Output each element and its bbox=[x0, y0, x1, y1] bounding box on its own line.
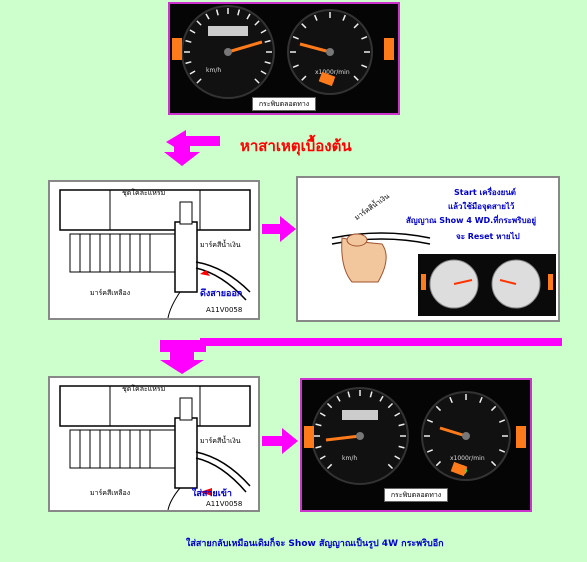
label-yellow-mark-2: มาร์คสีเหลือง bbox=[90, 489, 131, 497]
gauge-tick bbox=[315, 445, 322, 449]
top-dashboard-gauges: km/h x1000r/min bbox=[170, 4, 398, 113]
gauge-tick bbox=[326, 402, 333, 409]
gauge-tick bbox=[264, 39, 271, 43]
gauge-tick bbox=[189, 29, 196, 34]
thumb-illustration bbox=[331, 232, 431, 283]
gauge-tick bbox=[313, 14, 318, 21]
gauge-tick bbox=[254, 20, 260, 26]
label-connector-1: ชุดโคละแห่รม bbox=[122, 189, 166, 197]
instruction-line-1: Start เครื่องยนต์ bbox=[454, 188, 516, 197]
top-dashboard-photo: km/h x1000r/min กระพิบตลอดทาง bbox=[168, 2, 400, 115]
gauge-tick bbox=[260, 29, 267, 34]
label-connector-2: ชุดโคละแห่รม bbox=[122, 385, 166, 393]
gauge-tick bbox=[353, 75, 359, 81]
arrow-right-1 bbox=[262, 216, 296, 242]
gauge-tick bbox=[498, 449, 506, 453]
gauge-tick bbox=[301, 23, 307, 29]
bottom-dashboard-photo: km/h x1000r/min กระพิบตลอดทาง bbox=[300, 378, 532, 512]
flag-marker bbox=[318, 71, 336, 87]
connector-diagram-2: ชุดโคละแห่รม มาร์คสีน้ำเงิน มาร์คสีเหลือ… bbox=[48, 376, 260, 512]
gauge-tick bbox=[394, 412, 401, 417]
instruction-line-2: แล้วใช้มือจุดสายไว้ bbox=[448, 202, 515, 211]
gauge-tick bbox=[398, 445, 405, 449]
gauge-tick bbox=[260, 70, 267, 75]
gauge-tick bbox=[398, 423, 405, 427]
gauge-tick bbox=[361, 64, 368, 69]
gauge-tick bbox=[490, 460, 497, 467]
arrow-right-2 bbox=[262, 428, 298, 454]
arrow-return bbox=[160, 338, 562, 374]
gauge-tick bbox=[215, 9, 219, 16]
gauge-tick bbox=[353, 23, 359, 29]
instruction-panel: มาร์คสีน้ำเงิน Start เครื่องยนต์ แล้วใช้… bbox=[296, 176, 560, 322]
blinking-caption-bottom: กระพิบตลอดทาง bbox=[384, 488, 448, 502]
gauge-tick bbox=[189, 70, 196, 75]
label-blue-mark-2: มาร์คสีน้ำเงิน bbox=[200, 437, 241, 445]
tacho-needle bbox=[299, 42, 331, 54]
gauge-tick bbox=[237, 9, 241, 16]
gauge-tick bbox=[254, 78, 260, 84]
gauge-tick bbox=[435, 405, 442, 412]
connector-diagram-1: ชุดโคละแห่รม มาร์คสีน้ำเงิน มาร์คสีเหลือ… bbox=[48, 180, 260, 320]
diagram-code-2: A11V0058 bbox=[206, 500, 243, 508]
label-yellow-mark-1: มาร์คสีเหลือง bbox=[90, 289, 131, 297]
gauge-tick bbox=[205, 13, 210, 20]
diagram-code-1: A11V0058 bbox=[206, 306, 243, 314]
odometer bbox=[208, 26, 248, 36]
bottom-speed-unit: km/h bbox=[342, 455, 357, 462]
find-cause-title: หาสาเหตุเบื้องต้น bbox=[240, 137, 352, 155]
gauge-tick bbox=[196, 20, 202, 26]
gauge-tick bbox=[379, 395, 384, 402]
gauge-tick bbox=[264, 61, 271, 65]
action-insert: ใส่สายเข้า bbox=[192, 489, 232, 499]
gauge-tick bbox=[196, 78, 202, 84]
gauge-tick bbox=[319, 412, 326, 417]
gauge-tick bbox=[387, 402, 394, 409]
blinking-caption-top: กระพิบตลอดทาง bbox=[252, 97, 316, 111]
gauge-tick bbox=[342, 14, 347, 21]
bottom-tacho-unit: x1000r/min bbox=[450, 455, 485, 462]
gauge-tick bbox=[347, 391, 351, 398]
action-pull-out: ดึงสายออก bbox=[200, 289, 243, 299]
gauge-tick bbox=[435, 460, 442, 467]
gauge-tick bbox=[301, 75, 307, 81]
speed-needle bbox=[227, 40, 263, 54]
gauge-tick bbox=[185, 61, 192, 65]
gauge-tick bbox=[394, 455, 401, 460]
speed-unit: km/h bbox=[206, 67, 221, 74]
gauge-tick bbox=[319, 455, 326, 460]
gauge-tick bbox=[479, 396, 483, 404]
instruction-line-3: สัญญาณ Show 4 WD.ที่กระพริบอยู่ bbox=[406, 216, 537, 225]
gauge-tick bbox=[292, 64, 299, 69]
gauge-tick bbox=[498, 419, 506, 423]
gauge-tick bbox=[490, 405, 497, 412]
label-blue-mark-1: มาร์คสีน้ำเงิน bbox=[200, 241, 241, 249]
gauge-tick bbox=[292, 35, 299, 40]
left-gauge bbox=[172, 38, 182, 60]
bottom-caption: ใส่สายกลับเหมือนเดิมก็จะ Show สัญญาณเป็น… bbox=[186, 539, 444, 549]
arrow-down-1 bbox=[164, 130, 220, 166]
gauge-tick bbox=[369, 391, 373, 398]
gauge-tick bbox=[426, 449, 434, 453]
gauge-tick bbox=[315, 423, 322, 427]
gauge-tick bbox=[387, 463, 394, 470]
gauge-tick bbox=[246, 13, 251, 20]
instruction-line-4: จะ Reset หายไป bbox=[456, 232, 520, 241]
gauge-tick bbox=[326, 463, 333, 470]
tacho-unit: x1000r/min bbox=[315, 69, 350, 76]
gauge-tick bbox=[426, 419, 434, 423]
right-gauge bbox=[384, 38, 394, 60]
gauge-tick bbox=[449, 396, 453, 404]
gauge-tick bbox=[361, 35, 368, 40]
instruction-dashboard-photo bbox=[418, 254, 556, 316]
gauge-tick bbox=[185, 39, 192, 43]
gauge-tick bbox=[336, 395, 341, 402]
